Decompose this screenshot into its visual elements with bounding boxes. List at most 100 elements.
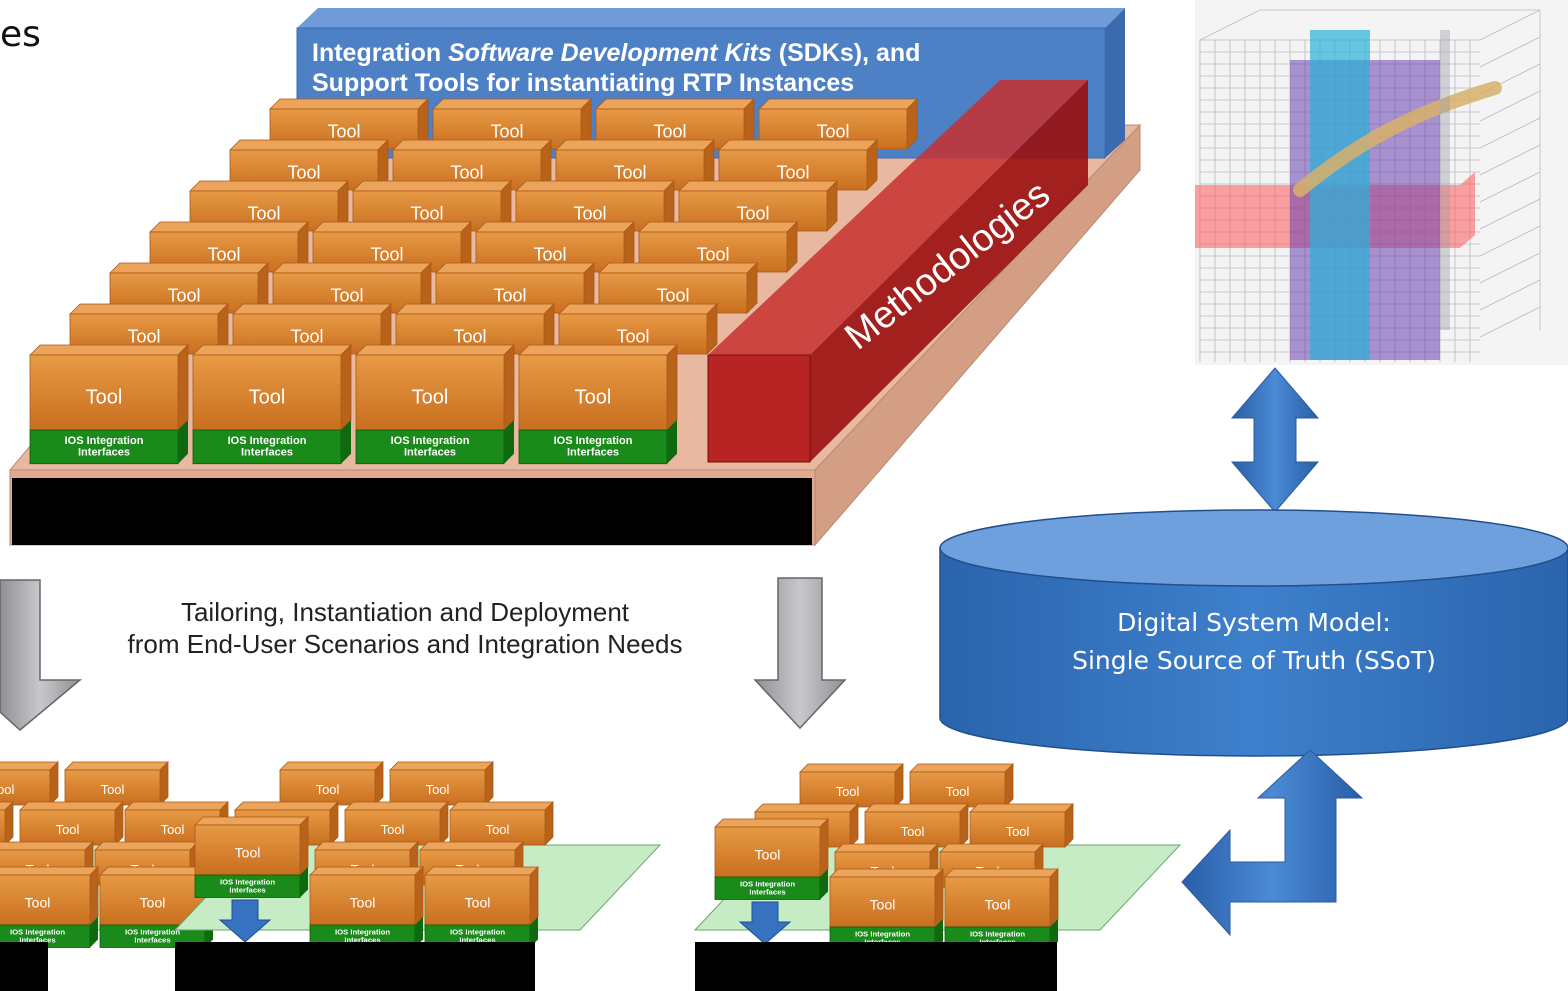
- tool-label: Tool: [370, 244, 403, 264]
- ios-label: IOS Integration: [554, 435, 633, 447]
- ios-label: IOS Integration: [391, 435, 470, 447]
- tool-label: Tool: [410, 203, 443, 223]
- tool-box: Tool: [435, 262, 595, 314]
- tailoring-line2: from End-User Scenarios and Integration …: [127, 629, 683, 659]
- tool-label: Tool: [426, 782, 450, 797]
- tool-label: Tool: [56, 822, 80, 837]
- mini-tool-box: Tool: [799, 763, 904, 808]
- tool-label: Tool: [167, 285, 200, 305]
- tool-label: Tool: [86, 386, 123, 408]
- mini-tool-box: Tool: [344, 801, 449, 846]
- tool-label: Tool: [247, 203, 280, 223]
- tool-label: Tool: [533, 244, 566, 264]
- tool-label: Tool: [453, 326, 486, 346]
- redaction-bar-main: [12, 478, 812, 545]
- tool-label: Tool: [656, 285, 689, 305]
- tool-label: Tool: [486, 822, 510, 837]
- redaction-bar: [0, 942, 48, 991]
- ios-label: Interfaces: [567, 447, 619, 459]
- mini-tool-box: Tool: [64, 761, 169, 806]
- tool-label: Tool: [350, 894, 376, 910]
- mini-tool-box: Tool: [389, 761, 494, 806]
- sdk-caption: Integration Software Development Kits (S…: [312, 38, 1092, 98]
- down-arrow-icon: [218, 899, 272, 943]
- mini-tool-box: Tool: [449, 801, 554, 846]
- mini-tool-box: Tool: [909, 763, 1014, 808]
- ios-label: Interfaces: [459, 936, 495, 945]
- tool-label: Tool: [836, 784, 860, 799]
- ios-label: IOS Integration: [10, 927, 65, 936]
- ssot-database: [939, 509, 1568, 757]
- tool-label: Tool: [736, 203, 769, 223]
- tool-label: Tool: [573, 203, 606, 223]
- ios-label: IOS Integration: [335, 927, 390, 936]
- ios-label: Interfaces: [229, 886, 265, 895]
- tool-label: Tool: [616, 326, 649, 346]
- tool-box: Tool: [395, 303, 555, 355]
- tool-label: Tool: [0, 782, 15, 797]
- ios-label: Interfaces: [749, 888, 785, 897]
- mini-tool-box: Tool: [969, 803, 1074, 848]
- gray-arrow-left: [0, 579, 83, 731]
- tool-label: Tool: [330, 285, 363, 305]
- tool-label: Tool: [870, 896, 896, 912]
- tool-label: Tool: [161, 822, 185, 837]
- tool-label: Tool: [653, 121, 686, 141]
- mini-tool-box: Tool: [0, 761, 59, 806]
- tool-label: Tool: [901, 824, 925, 839]
- gray-arrow-right: [753, 577, 847, 730]
- tool-label: Tool: [613, 162, 646, 182]
- tool-label: Tool: [290, 326, 323, 346]
- tool-label: Tool: [755, 846, 781, 862]
- down-arrow-icon: [738, 901, 792, 945]
- ios-label: Interfaces: [134, 936, 170, 945]
- elbow-arrow: [1181, 749, 1364, 937]
- competency-cube: [1195, 0, 1568, 365]
- sdk-line1-prefix: Integration: [312, 39, 449, 67]
- tool-label: Tool: [140, 894, 166, 910]
- title-fragment: es: [0, 14, 41, 55]
- tool-label: Tool: [575, 386, 612, 408]
- sdk-line1-suffix: (SDKs), and: [771, 39, 921, 67]
- mini-tool-box: Tool: [0, 801, 14, 846]
- tool-label: Tool: [493, 285, 526, 305]
- tool-label: Tool: [1006, 824, 1030, 839]
- tool-label: Tool: [946, 784, 970, 799]
- database-line1: Digital System Model:: [1117, 608, 1391, 637]
- tool-label: Tool: [127, 326, 160, 346]
- redaction-bar: [695, 942, 1057, 991]
- mini-tool-box: Tool: [19, 801, 124, 846]
- tool-label: Tool: [465, 894, 491, 910]
- database-caption: Digital System Model: Single Source of T…: [940, 604, 1568, 680]
- ios-label: Interfaces: [404, 447, 456, 459]
- ios-label: IOS Integration: [970, 929, 1025, 938]
- tool-label: Tool: [249, 386, 286, 408]
- sdk-line2: Support Tools for instantiating RTP Inst…: [312, 69, 855, 97]
- tool-label: Tool: [316, 782, 340, 797]
- tool-label: Tool: [985, 896, 1011, 912]
- ios-label: IOS Integration: [125, 927, 180, 936]
- mini-tool-box: Tool: [864, 803, 969, 848]
- ios-label: IOS Integration: [228, 435, 307, 447]
- ios-label: Interfaces: [241, 447, 293, 459]
- ios-label: Interfaces: [78, 447, 130, 459]
- redaction-bar: [175, 942, 535, 991]
- database-line2: Single Source of Truth (SSoT): [1072, 646, 1436, 675]
- tool-label: Tool: [207, 244, 240, 264]
- tool-label: Tool: [412, 386, 449, 408]
- tool-label: Tool: [287, 162, 320, 182]
- ios-label: IOS Integration: [220, 877, 275, 886]
- tool-label: Tool: [327, 121, 360, 141]
